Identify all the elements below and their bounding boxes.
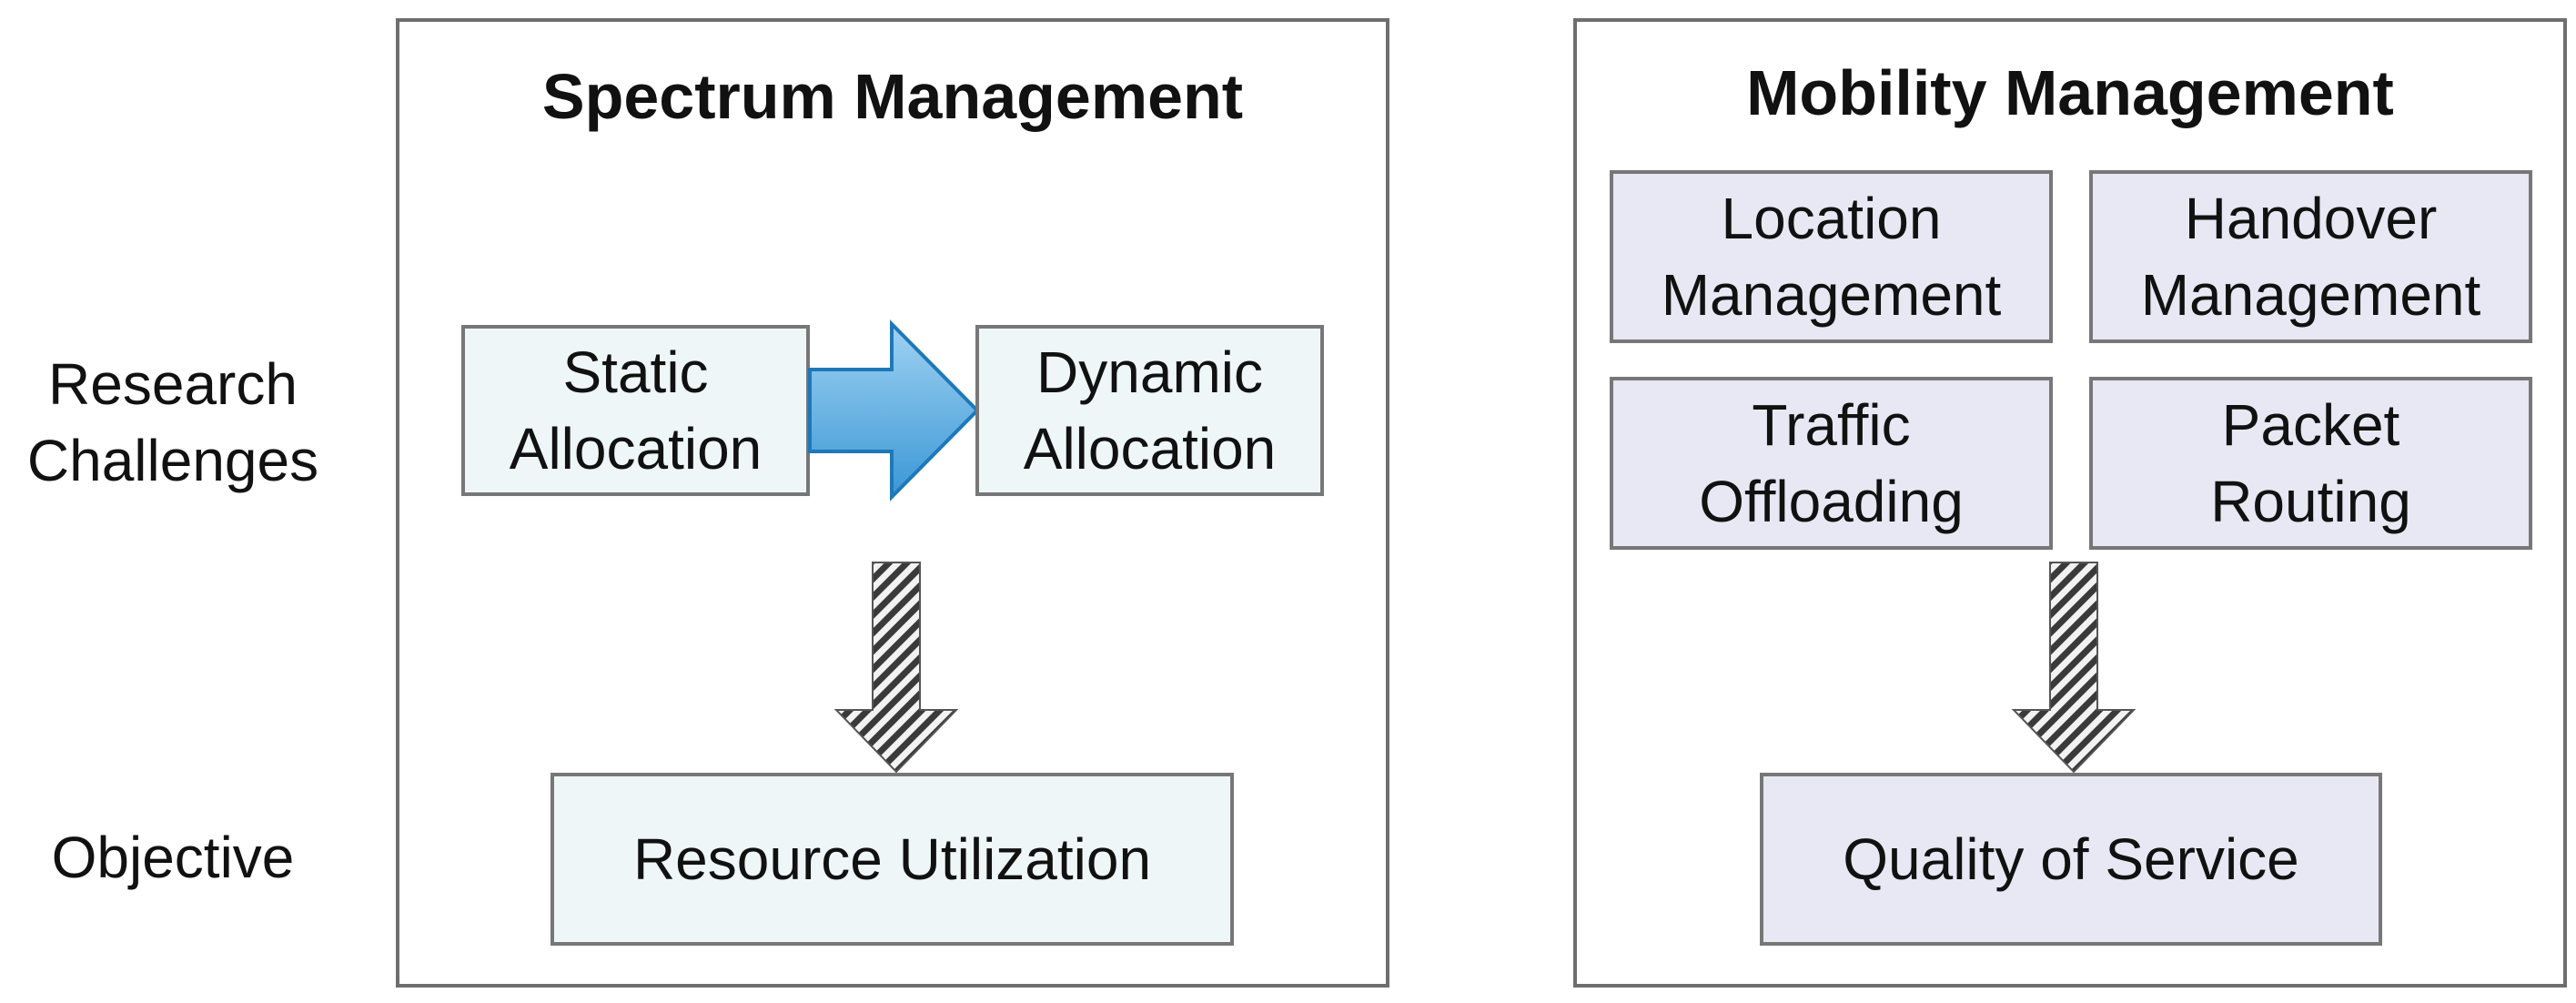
handover-management-line2: Management [2140,262,2481,328]
packet-routing-line2: Routing [2210,469,2411,534]
location-management-box: Location Management [1610,170,2053,343]
static-allocation-box: Static Allocation [461,325,810,496]
objective-label: Objective [51,825,295,890]
mobility-management-panel: Mobility Management Location Management … [1573,18,2567,988]
spectrum-management-title: Spectrum Management [541,61,1244,132]
traffic-offloading-line1: Traffic [1752,392,1911,458]
down-arrow-icon [833,562,959,774]
handover-management-box: Handover Management [2089,170,2532,343]
traffic-offloading-box: Traffic Offloading [1610,377,2053,550]
research-challenges-label: Research Challenges [0,346,346,499]
traffic-offloading-line2: Offloading [1699,469,1964,534]
location-management-line2: Management [1661,262,2002,328]
spectrum-management-panel: Spectrum Management Static Allocation Dy… [396,18,1389,988]
location-management-line1: Location [1721,186,1942,251]
handover-management-line1: Handover [2184,186,2438,251]
static-allocation-line2: Allocation [509,416,763,481]
research-label-line2: Challenges [26,428,319,493]
packet-routing-box: Packet Routing [2089,377,2532,550]
packet-routing-line1: Packet [2221,392,2400,458]
mobility-management-title: Mobility Management [1746,57,2394,128]
research-label-line1: Research [48,351,298,417]
dynamic-allocation-line1: Dynamic [1036,339,1263,405]
resource-utilization-box: Resource Utilization [551,773,1234,946]
dynamic-allocation-line2: Allocation [1023,416,1277,481]
dynamic-allocation-box: Dynamic Allocation [975,325,1324,496]
right-arrow-icon [808,319,980,502]
static-allocation-line1: Static [562,339,709,405]
down-arrow-icon [2011,562,2137,774]
quality-of-service-box: Quality of Service [1760,773,2382,946]
